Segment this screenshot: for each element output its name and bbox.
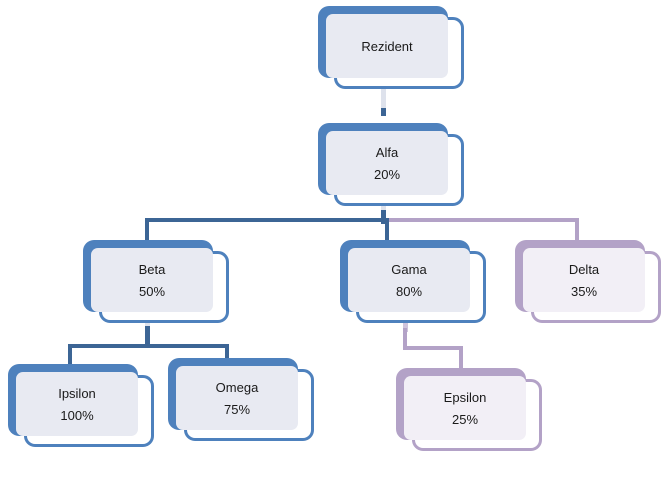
node-beta-panel: Beta 50% xyxy=(91,248,213,312)
node-ipsilon-label: Ipsilon xyxy=(58,385,96,401)
node-ipsilon-value: 100% xyxy=(60,407,94,423)
node-gama-value: 80% xyxy=(395,283,423,299)
node-omega-label: Omega xyxy=(215,379,259,395)
connector-beta-stub xyxy=(145,312,150,334)
node-alfa-label: Alfa xyxy=(375,144,399,160)
node-alfa-panel: Alfa 20% xyxy=(326,131,448,195)
node-beta-value: 50% xyxy=(138,283,166,299)
node-gama-panel: Gama 80% xyxy=(348,248,470,312)
node-delta-label: Delta xyxy=(568,261,600,277)
node-epsilon-value: 25% xyxy=(451,411,479,427)
node-rezident-label: Rezident xyxy=(361,38,413,54)
node-epsilon-label: Epsilon xyxy=(443,389,487,405)
node-ipsilon-panel: Ipsilon 100% xyxy=(16,372,138,436)
node-delta-value: 35% xyxy=(570,283,598,299)
connector-rezident-stub xyxy=(381,88,386,110)
connector-alfa-stub xyxy=(381,196,386,218)
node-alfa-value: 20% xyxy=(373,166,401,182)
node-omega-panel: Omega 75% xyxy=(176,366,298,430)
node-gama-label: Gama xyxy=(391,261,427,277)
node-beta-label: Beta xyxy=(138,261,166,277)
node-omega-value: 75% xyxy=(223,401,251,417)
node-epsilon-panel: Epsilon 25% xyxy=(404,376,526,440)
node-delta-panel: Delta 35% xyxy=(523,248,645,312)
node-rezident-panel: Rezident xyxy=(326,14,448,78)
